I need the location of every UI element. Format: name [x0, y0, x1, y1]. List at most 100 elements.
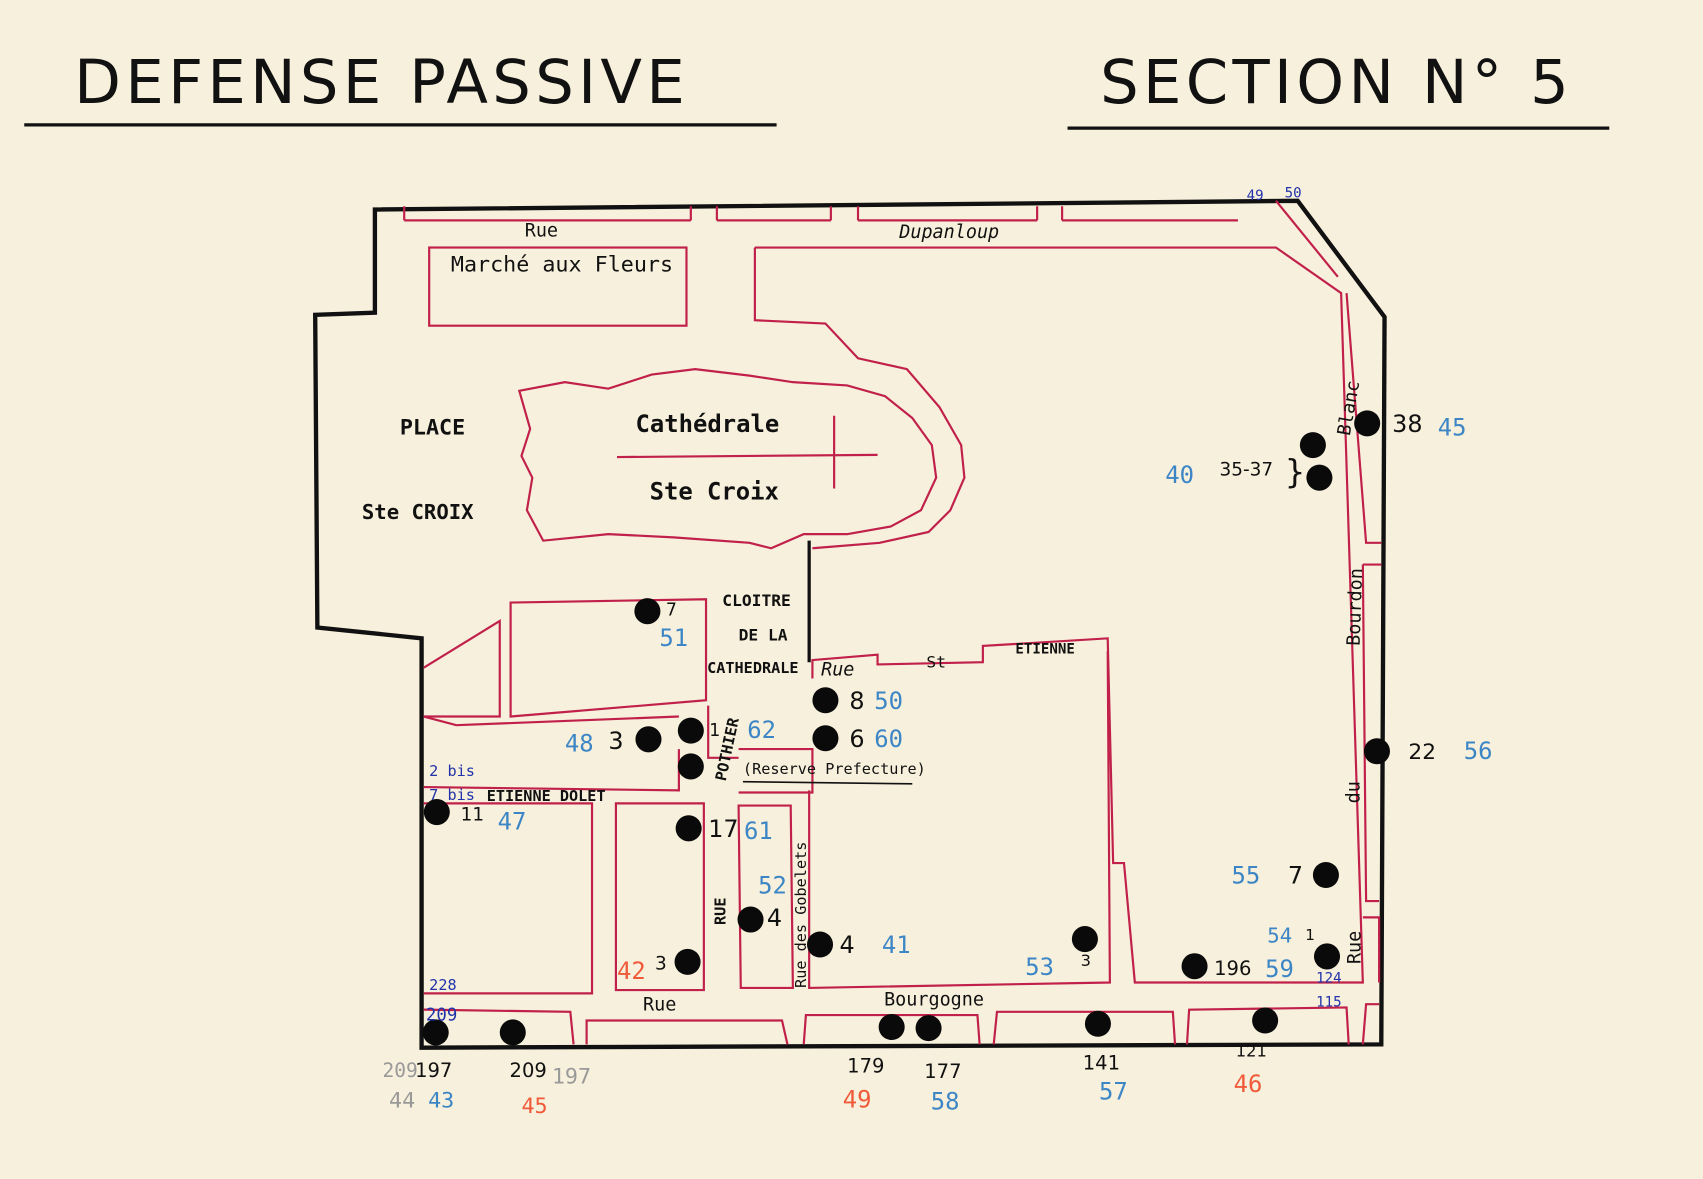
- label-reserve-prefecture: (Reserve Prefecture): [743, 760, 926, 778]
- marker-dot[interactable]: [499, 1019, 526, 1046]
- label-rue-st-etienne-2: St: [926, 653, 946, 672]
- house-number: 228: [429, 976, 456, 994]
- marker-dot[interactable]: [1354, 410, 1381, 437]
- marker-number: 4: [840, 931, 855, 959]
- label-cathedrale-cloitre: CATHEDRALE: [707, 659, 798, 677]
- marker-dot[interactable]: [1071, 926, 1098, 953]
- marker-ref: 40: [1165, 461, 1194, 489]
- marker-number: 22: [1408, 740, 1436, 765]
- marker-dot[interactable]: [1299, 432, 1326, 459]
- marker-ref: 51: [659, 624, 688, 652]
- marker-dot[interactable]: [635, 726, 662, 753]
- title-defense-passive: DEFENSE PASSIVE: [74, 48, 689, 118]
- marker-ref: 41: [882, 931, 911, 959]
- marker-ref: 58: [931, 1088, 960, 1116]
- house-number: 50: [1285, 186, 1302, 202]
- marker-dot[interactable]: [812, 687, 839, 714]
- label-cloitre: CLOITRE: [722, 591, 791, 610]
- street-number: 177: [924, 1060, 961, 1083]
- label-rue-top: Rue: [525, 221, 558, 242]
- marker-dot[interactable]: [737, 906, 764, 933]
- marker-ref: 62: [747, 716, 776, 744]
- house-number: 124: [1316, 970, 1341, 986]
- label-place: PLACE: [400, 415, 465, 440]
- label-bourdon: Bourdon: [1344, 568, 1368, 646]
- label-rue-des-gobelets: Rue des Gobelets: [792, 842, 810, 988]
- street-number: 121: [1236, 1041, 1267, 1060]
- house-number: 209: [426, 1005, 457, 1025]
- marker-number: 7: [1288, 862, 1303, 890]
- marker-ref: 57: [1099, 1078, 1128, 1106]
- marker-number: 8: [849, 687, 864, 715]
- marker-number: 196: [1214, 957, 1251, 980]
- marker-ref: 56: [1464, 737, 1493, 765]
- street-number: 209: [510, 1059, 547, 1082]
- street-number: 197: [415, 1059, 452, 1082]
- marker-ref: 61: [744, 817, 773, 845]
- cathedral-cross-icon: [616, 415, 878, 489]
- marker-number: 1: [709, 721, 720, 741]
- label-rue-st-etienne-1: Rue: [821, 659, 854, 680]
- marker-ref: 52: [758, 871, 787, 899]
- marker-number: 11: [461, 805, 484, 826]
- marker-ref: 45: [1438, 413, 1467, 441]
- marker-ref: 42: [617, 957, 646, 985]
- marker-number: 6: [849, 725, 864, 753]
- house-number: 7 bis: [429, 786, 475, 804]
- marker-number: 1: [1305, 926, 1315, 944]
- street-number: 141: [1083, 1051, 1120, 1074]
- label-cathedrale: Cathédrale: [635, 410, 779, 438]
- label-rue-bourgogne-1: Rue: [643, 995, 676, 1016]
- marker-dot[interactable]: [1181, 953, 1208, 980]
- marker-dot[interactable]: [1312, 861, 1339, 889]
- street-number: 209: [383, 1059, 418, 1082]
- label-rue-bourgogne-2: Bourgogne: [884, 989, 984, 1010]
- place-labels: Rue Dupanloup Marché aux Fleurs PLACE St…: [362, 221, 1367, 1016]
- marker-dot[interactable]: [878, 1013, 905, 1041]
- marker-ref: 46: [1234, 1070, 1263, 1098]
- label-du: du: [1344, 781, 1365, 803]
- street-outlines: [403, 200, 1382, 1045]
- house-number: 2 bis: [429, 762, 475, 780]
- marker-dot[interactable]: [634, 598, 661, 625]
- marker-number: 3: [1081, 951, 1091, 970]
- label-ste-croix: Ste Croix: [650, 477, 779, 505]
- marker-dot[interactable]: [423, 799, 450, 826]
- marker-dot[interactable]: [1306, 464, 1333, 491]
- marker-labels: 7 51 8 50 6 60 48 3 1 62 11 47 17 61 4 5…: [461, 410, 1493, 985]
- marker-ref: 44: [389, 1088, 415, 1113]
- marker-number: 17: [708, 815, 738, 843]
- label-etienne-dolet: ETIENNE DOLET: [487, 787, 606, 805]
- marker-dot[interactable]: [675, 815, 702, 842]
- marker-number: 4: [767, 904, 782, 932]
- marker-ref: 48: [565, 729, 594, 757]
- marker-dot[interactable]: [812, 725, 839, 752]
- label-de-la: DE LA: [739, 626, 788, 645]
- marker-ref: 54: [1267, 923, 1292, 947]
- marker-dot[interactable]: [1363, 738, 1390, 765]
- marker-dot[interactable]: [677, 753, 704, 780]
- label-marche-aux-fleurs: Marché aux Fleurs: [451, 252, 673, 277]
- label-rue-right: Rue: [1345, 931, 1366, 964]
- shelter-markers: [422, 410, 1390, 1046]
- title-section: SECTION N° 5: [1100, 48, 1573, 118]
- marker-number: 3: [608, 727, 623, 755]
- marker-ref: 60: [874, 725, 903, 753]
- brace-icon: }: [1285, 453, 1306, 491]
- marker-dot[interactable]: [1313, 943, 1341, 970]
- marker-dot[interactable]: [1252, 1007, 1279, 1034]
- marker-ref: 49: [843, 1085, 872, 1113]
- marker-number: 3: [655, 953, 667, 974]
- marker-ref: 47: [498, 807, 527, 835]
- house-number: 49: [1247, 188, 1264, 204]
- marker-ref: 59: [1265, 955, 1294, 983]
- marker-dot[interactable]: [674, 948, 701, 975]
- marker-number: 35-37: [1220, 460, 1274, 481]
- marker-dot[interactable]: [422, 1019, 449, 1046]
- marker-dot[interactable]: [677, 717, 704, 744]
- marker-dot[interactable]: [915, 1015, 942, 1042]
- marker-dot[interactable]: [806, 931, 834, 958]
- marker-dot[interactable]: [1084, 1010, 1111, 1037]
